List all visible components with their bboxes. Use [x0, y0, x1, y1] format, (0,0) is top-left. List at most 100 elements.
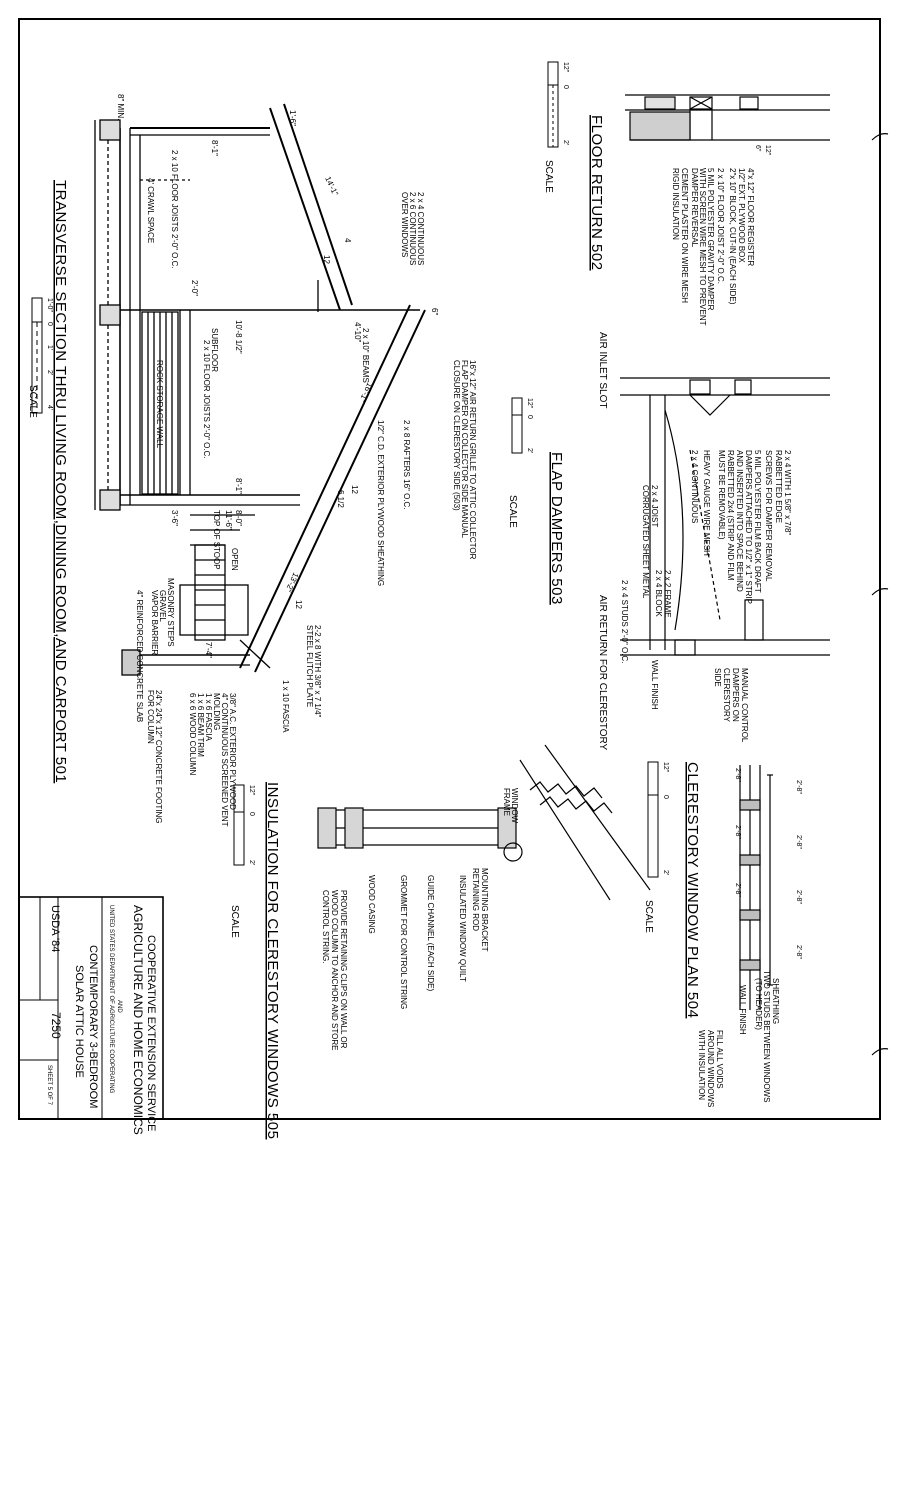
svg-text:0: 0: [46, 322, 53, 326]
svg-text:8'-1": 8'-1": [234, 478, 243, 494]
label-air-return-clerestory: AIR RETURN FOR CLERESTORY: [597, 595, 608, 751]
svg-text:2': 2': [662, 870, 669, 875]
svg-text:13'-2": 13'-2": [284, 571, 301, 593]
tb-sheet: SHEET 5 OF 7: [46, 1065, 52, 1106]
svg-text:TOP OF STOOP: TOP OF STOOP: [212, 510, 221, 570]
svg-text:1/2" C.D. EXTERIOR PLYWOOD SHE: 1/2" C.D. EXTERIOR PLYWOOD SHEATHING: [376, 420, 385, 586]
title-505: INSULATION FOR CLERESTORY WINDOWS 505: [264, 782, 281, 1139]
scale-bar-501: 1'-0" 0 1' 2' 4' SCALE: [27, 297, 53, 418]
svg-text:3/8" A.C. EXTERIOR PLYWOOD: 3/8" A.C. EXTERIOR PLYWOOD: [228, 693, 237, 810]
dim-504-2: 2'-8": [795, 835, 802, 849]
tb-and: AND: [116, 1000, 122, 1013]
svg-text:2 x 10" BEAMS: 2 x 10" BEAMS: [361, 328, 370, 383]
svg-text:OVER WINDOWS: OVER WINDOWS: [400, 192, 409, 257]
svg-text:2 x 4 CONTINUOUS: 2 x 4 CONTINUOUS: [690, 450, 699, 523]
svg-text:3'-6": 3'-6": [170, 510, 179, 526]
svg-text:1 x 6 BEAM TRIM: 1 x 6 BEAM TRIM: [196, 693, 205, 757]
svg-text:8'-1": 8'-1": [210, 140, 219, 156]
svg-text:4: 4: [343, 238, 352, 243]
svg-text:4' CRAWL SPACE: 4' CRAWL SPACE: [146, 178, 155, 243]
svg-text:FLAP DAMPER ON COLLECTOR SIDE: FLAP DAMPER ON COLLECTOR SIDE MANUAL: [460, 360, 469, 539]
svg-text:DAMPERS ATTACHED TO 1/2" x 1": DAMPERS ATTACHED TO 1/2" x 1" STRIP: [744, 450, 753, 604]
dim-504-1: 2'-8": [795, 780, 802, 794]
svg-text:INSULATED WINDOW QUILT: INSULATED WINDOW QUILT: [458, 875, 467, 982]
svg-text:4"x 12" FLOOR REGISTER: 4"x 12" FLOOR REGISTER: [746, 168, 755, 266]
svg-text:1': 1': [46, 345, 53, 350]
svg-text:FRAME: FRAME: [502, 788, 511, 816]
svg-text:8" MIN.: 8" MIN.: [116, 94, 125, 120]
svg-text:AROUND WINDOWS: AROUND WINDOWS: [706, 1030, 715, 1107]
svg-text:DAMPER REVERSAL: DAMPER REVERSAL: [690, 168, 699, 248]
svg-text:2 x 2 FRAME: 2 x 2 FRAME: [663, 570, 672, 618]
svg-text:FOR COLUMN: FOR COLUMN: [146, 690, 155, 744]
tb-agency2: AGRICULTURE AND HOME ECONOMICS: [131, 905, 145, 1135]
svg-text:2 x 8 RAFTERS 16" O.C.: 2 x 8 RAFTERS 16" O.C.: [402, 420, 411, 510]
svg-text:CONTROL STRING.: CONTROL STRING.: [321, 890, 330, 963]
tb-house2: SOLAR ATTIC HOUSE: [73, 965, 85, 1078]
svg-text:RETAINING ROD: RETAINING ROD: [471, 868, 480, 931]
svg-text:GUIDE CHANNEL (EACH SIDE): GUIDE CHANNEL (EACH SIDE): [426, 875, 435, 992]
svg-text:2'-8": 2'-8": [734, 768, 741, 782]
svg-text:2': 2': [248, 860, 255, 865]
svg-text:14'-1": 14'-1": [323, 175, 340, 197]
tb-agency1: COOPERATIVE EXTENSION SERVICE: [145, 935, 157, 1131]
svg-text:2': 2': [562, 140, 569, 145]
svg-text:6 1/2: 6 1/2: [336, 490, 345, 508]
svg-text:HEAVY GAUGE WIRE MESH: HEAVY GAUGE WIRE MESH: [702, 450, 711, 556]
svg-text:0: 0: [526, 415, 533, 419]
tb-dept: UNITED STATES DEPARTMENT OF AGRICULTURE …: [108, 905, 114, 1094]
tb-usda: USDA '84: [49, 905, 61, 952]
svg-text:TWO STUDS BETWEEN WINDOWS: TWO STUDS BETWEEN WINDOWS: [762, 970, 771, 1102]
detail-insulation-clerestory-505: WINDOW FRAME MOUNTING BRACKET RETAINING …: [229, 744, 651, 1139]
svg-text:10'-8 1/2": 10'-8 1/2": [234, 320, 243, 354]
svg-text:VAPOR BARRIER: VAPOR BARRIER: [150, 590, 159, 655]
svg-text:WALL FINISH: WALL FINISH: [738, 985, 747, 1035]
svg-text:WOOD CASING: WOOD CASING: [367, 875, 376, 934]
svg-text:2': 2': [46, 370, 53, 375]
svg-text:CLERESTORY: CLERESTORY: [722, 668, 731, 723]
svg-text:AND INSERTED INTO SPACE BEHIND: AND INSERTED INTO SPACE BEHIND: [735, 450, 744, 592]
detail-floor-return-502: 6" 12" 4"x 12" FLOOR REGISTER 1/2" EXT. …: [543, 61, 830, 326]
svg-text:CEMENT PLASTER ON WIRE MESH: CEMENT PLASTER ON WIRE MESH: [680, 168, 689, 303]
svg-text:WITH INSULATION: WITH INSULATION: [697, 1030, 706, 1100]
svg-text:PROVIDE RETAINING CLIPS ON WAL: PROVIDE RETAINING CLIPS ON WALL OR: [339, 890, 348, 1049]
svg-text:MANUAL CONTROL: MANUAL CONTROL: [740, 668, 749, 743]
svg-text:2'-8": 2'-8": [734, 883, 741, 897]
detail-transverse-section-501: 8'-1" 14'-1" 10'-8 1/2" 4'-10" 16'-1" 8'…: [27, 94, 477, 827]
svg-text:12": 12": [562, 62, 569, 73]
svg-text:MASONRY STEPS: MASONRY STEPS: [166, 578, 175, 647]
svg-text:SCALE: SCALE: [643, 900, 654, 933]
svg-text:2 x 4 BLOCK: 2 x 4 BLOCK: [654, 570, 663, 617]
notes-501: 2 x 4 CONTINUOUS 2 x 6 CONTINUOUS OVER W…: [116, 94, 477, 827]
svg-text:2': 2': [526, 448, 533, 453]
scale-bar-502: 12" 0 2' SCALE: [543, 61, 569, 193]
scale-bar-504: 12" 0 2' SCALE: [643, 761, 669, 933]
svg-text:12": 12": [248, 785, 255, 796]
svg-text:SUBFLOOR: SUBFLOOR: [210, 328, 219, 372]
svg-text:SCREWS FOR DAMPER REMOVAL: SCREWS FOR DAMPER REMOVAL: [764, 450, 773, 582]
svg-text:2 x 6 CONTINUOUS: 2 x 6 CONTINUOUS: [408, 192, 417, 265]
svg-text:2 x 4 STUDS 2'-0" O.C.: 2 x 4 STUDS 2'-0" O.C.: [620, 580, 629, 664]
svg-text:12": 12": [526, 398, 533, 409]
binding-marks: [871, 133, 889, 1056]
svg-text:12: 12: [350, 485, 359, 494]
svg-text:1'-6": 1'-6": [288, 110, 297, 126]
svg-text:2'-0": 2'-0": [190, 280, 199, 296]
svg-text:2 x 4 CONTINUOUS: 2 x 4 CONTINUOUS: [416, 192, 425, 265]
svg-text:0: 0: [562, 85, 569, 89]
notes-504: SHEATHING TWO STUDS BETWEEN WINDOWS (TO …: [697, 970, 780, 1107]
svg-text:WITH SCREEN WIRE MESH TO PREVE: WITH SCREEN WIRE MESH TO PREVENT: [698, 168, 707, 326]
svg-text:2'-8": 2'-8": [734, 825, 741, 839]
svg-text:GRAVEL: GRAVEL: [158, 590, 167, 622]
dim-502-a: 6": [754, 145, 761, 152]
svg-text:DAMPERS ON: DAMPERS ON: [731, 668, 740, 722]
svg-text:GROMMET FOR CONTROL STRING: GROMMET FOR CONTROL STRING: [399, 875, 408, 1009]
detail-clerestory-window-plan-504: 2'-8" 2'-8" 2'-8" 2'-8" 2'-8" 2'-8" 2'-8…: [643, 761, 802, 1107]
svg-text:MUST BE REMOVABLE): MUST BE REMOVABLE): [717, 450, 726, 540]
svg-text:CORRUGATED SHEET METAL: CORRUGATED SHEET METAL: [641, 485, 650, 599]
notes-505: WINDOW FRAME MOUNTING BRACKET RETAINING …: [321, 788, 519, 1050]
dim-504-4: 2'-8": [795, 945, 802, 959]
svg-text:RABBETTED EDGE: RABBETTED EDGE: [774, 450, 783, 523]
svg-text:2-2 x 8 WITH 3/8" x 7 1/4": 2-2 x 8 WITH 3/8" x 7 1/4": [313, 625, 322, 718]
